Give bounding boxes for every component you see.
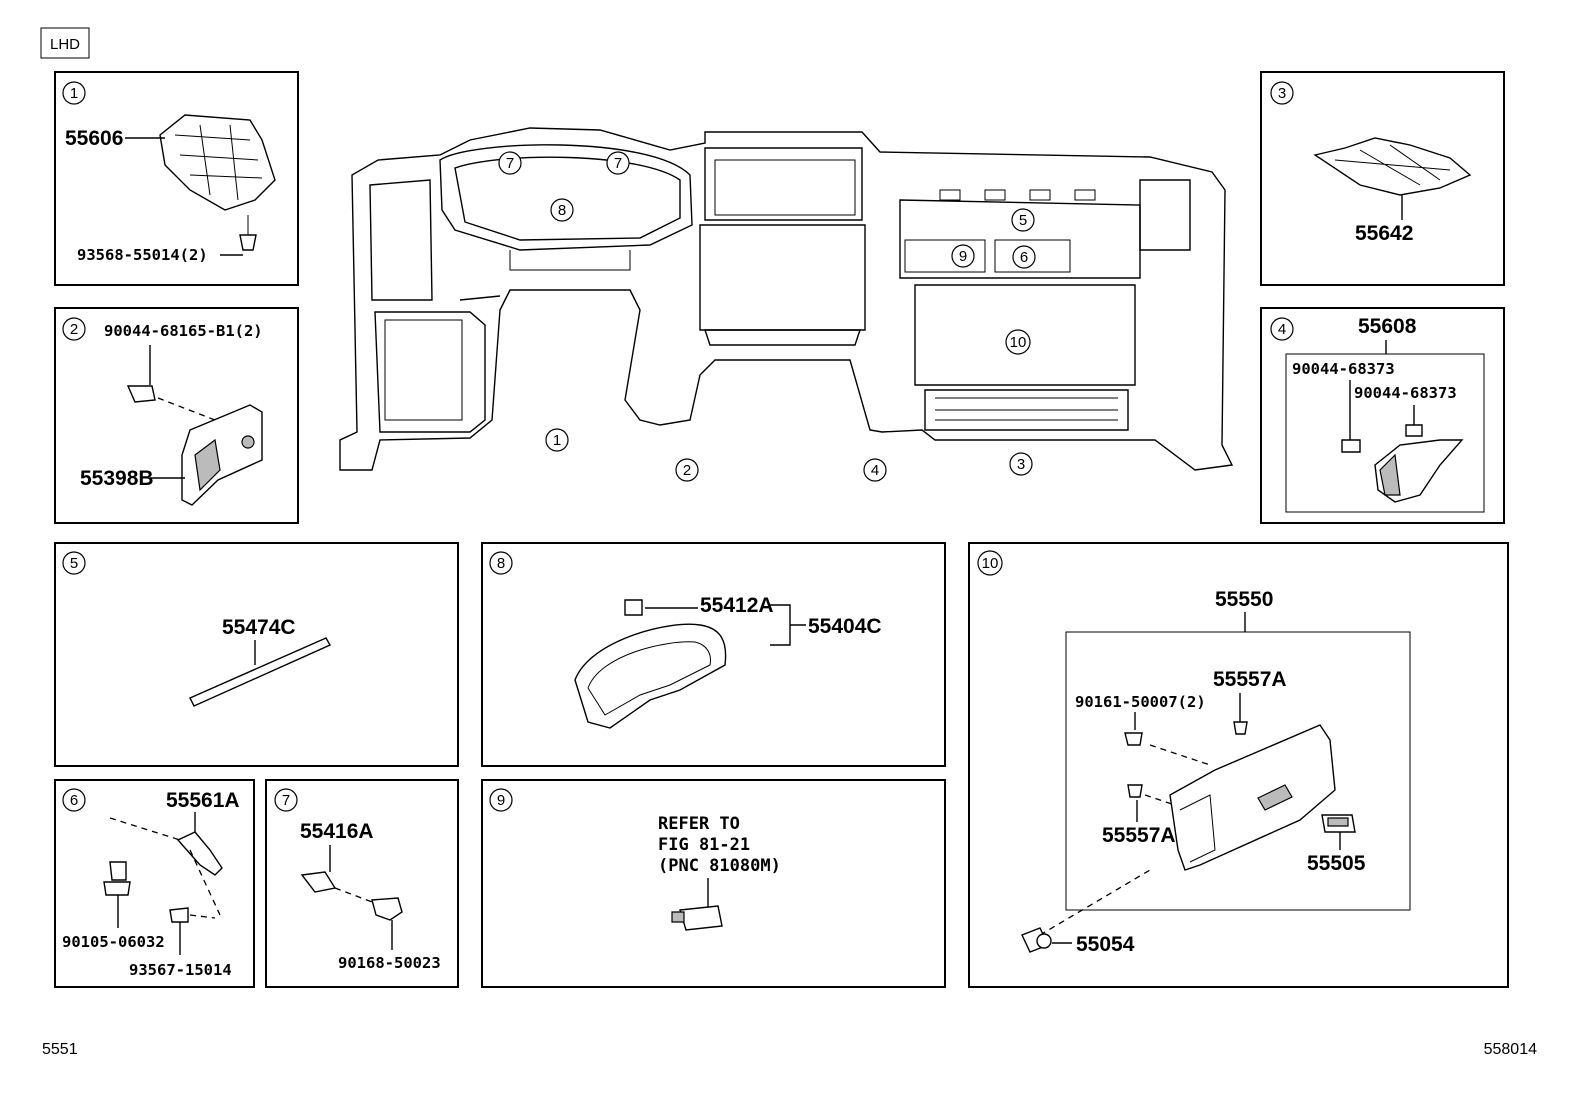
callout-8: 8 — [550, 198, 574, 222]
part-55412A: 55412A — [700, 594, 774, 617]
note-line-3: (PNC 81080M) — [658, 856, 781, 876]
svg-text:2: 2 — [683, 462, 691, 479]
svg-text:4: 4 — [871, 462, 879, 479]
part-55561A: 55561A — [166, 789, 240, 812]
part-55557A-bottom: 55557A — [1102, 824, 1176, 847]
part-90168-50023: 90168-50023 — [338, 954, 441, 972]
note-line-1: REFER TO — [658, 814, 740, 834]
panel-1: 1 55606 93568-55014(2) — [54, 71, 299, 286]
part-55054: 55054 — [1076, 933, 1135, 956]
callout-10: 10 — [1005, 329, 1031, 355]
svg-text:9: 9 — [497, 792, 505, 809]
svg-text:10: 10 — [982, 555, 999, 572]
panel-3: 3 55642 — [1260, 71, 1505, 286]
main-callouts: 7 7 8 5 9 6 10 1 2 4 3 — [498, 151, 1036, 482]
svg-text:4: 4 — [1278, 321, 1286, 338]
callout-3: 3 — [1009, 452, 1033, 476]
svg-text:5: 5 — [1019, 212, 1027, 229]
part-55505: 55505 — [1307, 852, 1366, 875]
panel-10: 10 55550 55557A 90161-50007(2) 55557A 55… — [968, 542, 1509, 988]
part-55557A-top: 55557A — [1213, 668, 1287, 691]
part-90044-68373-a: 90044-68373 — [1292, 360, 1395, 378]
part-93567-15014: 93567-15014 — [129, 961, 232, 979]
svg-text:10: 10 — [1010, 334, 1027, 351]
callout-9: 9 — [951, 244, 975, 268]
panel-2: 2 90044-68165-B1(2) 55398B — [54, 307, 299, 524]
callout-5: 5 — [1011, 208, 1035, 232]
lhd-label: LHD — [50, 36, 80, 53]
part-55398B: 55398B — [80, 467, 154, 490]
panel-9: 9 REFER TO FIG 81-21 (PNC 81080M) — [481, 779, 946, 988]
note-line-2: FIG 81-21 — [658, 835, 750, 855]
callout-7a: 7 — [498, 151, 522, 175]
svg-text:6: 6 — [1020, 249, 1028, 266]
part-55608: 55608 — [1358, 315, 1417, 338]
svg-text:3: 3 — [1017, 456, 1025, 473]
svg-text:7: 7 — [506, 155, 514, 172]
panel-7: 7 55416A 90168-50023 — [265, 779, 459, 988]
part-90044-68165-B1: 90044-68165-B1(2) — [104, 322, 263, 340]
part-55642: 55642 — [1355, 222, 1413, 245]
svg-text:5: 5 — [70, 555, 78, 572]
part-90105-06032: 90105-06032 — [62, 933, 165, 951]
svg-text:1: 1 — [553, 432, 561, 449]
lhd-tag: LHD — [40, 27, 90, 59]
part-93568-55014: 93568-55014(2) — [77, 246, 208, 264]
footer-left-code: 5551 — [42, 1041, 78, 1058]
panel-5: 5 55474C — [54, 542, 459, 767]
part-55606: 55606 — [65, 127, 123, 150]
svg-text:2: 2 — [70, 321, 78, 338]
callout-4: 4 — [863, 458, 887, 482]
callout-1: 1 — [545, 428, 569, 452]
part-90161-50007: 90161-50007(2) — [1075, 693, 1206, 711]
part-55474C: 55474C — [222, 616, 296, 639]
svg-text:7: 7 — [614, 155, 622, 172]
panel-8: 8 55412A 55404C — [481, 542, 946, 767]
svg-text:6: 6 — [70, 792, 78, 809]
part-90044-68373-b: 90044-68373 — [1354, 384, 1457, 402]
svg-text:3: 3 — [1278, 85, 1286, 102]
svg-text:7: 7 — [282, 792, 290, 809]
part-55550: 55550 — [1215, 588, 1273, 611]
panel-4: 4 55608 90044-68373 90044-68373 — [1260, 307, 1505, 524]
svg-text:8: 8 — [558, 202, 566, 219]
part-55404C: 55404C — [808, 615, 882, 638]
footer-right-code: 558014 — [1484, 1041, 1537, 1058]
callout-2: 2 — [675, 458, 699, 482]
callout-6: 6 — [1012, 245, 1036, 269]
part-55416A: 55416A — [300, 820, 374, 843]
svg-text:8: 8 — [497, 555, 505, 572]
main-dashboard-drawing — [339, 127, 1234, 471]
svg-text:1: 1 — [70, 85, 78, 102]
panel-6: 6 55561A 90105-06032 93567-15014 — [54, 779, 255, 988]
svg-text:9: 9 — [959, 248, 967, 265]
callout-7b: 7 — [606, 151, 630, 175]
